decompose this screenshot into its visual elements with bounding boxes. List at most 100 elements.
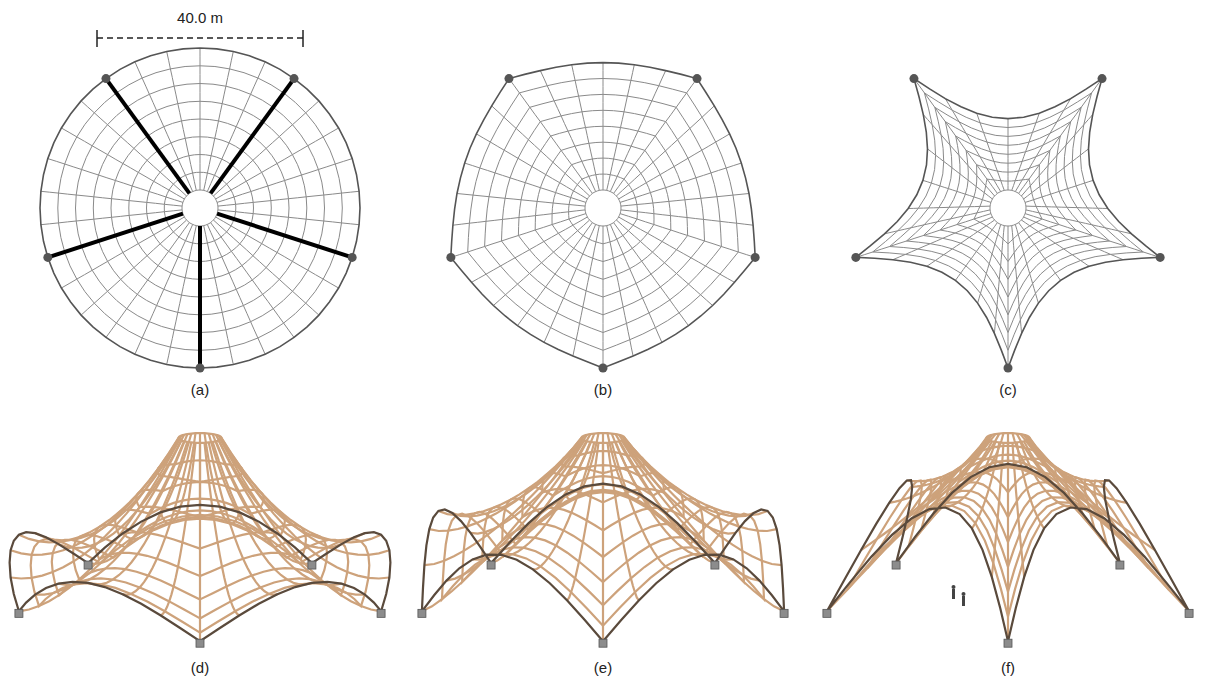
panel-label: (c) [997,381,1019,399]
panel-label: (b) [592,381,614,399]
edge-beam [856,79,1160,368]
grid-ring [582,433,625,443]
support-block [84,561,92,569]
support-block [823,609,831,617]
grid-ring [957,165,1059,262]
support-point [851,253,860,262]
support-block [487,561,495,569]
support-block [892,561,900,569]
grid-ring [502,110,705,314]
support-point [1098,74,1107,83]
support-block [1004,639,1012,647]
panel-label: (d) [189,659,211,677]
support-beam [48,214,183,258]
panel-label: (a) [189,381,211,399]
grid-ring [442,491,764,626]
edge-beam [422,484,784,642]
panel-label: (f) [999,659,1017,677]
support-beam [106,79,189,194]
grid-ring [974,179,1042,244]
gridshell [40,48,360,368]
grid-ring [585,190,621,226]
support-point [751,253,760,262]
gridshell [422,433,784,641]
support-point [1156,253,1165,262]
grid-rib [59,435,185,548]
panel-label: (e) [592,659,614,677]
gridshell [856,79,1160,368]
support-block [1116,561,1124,569]
grid-ring [907,122,1110,315]
edge-beam [451,63,755,368]
grid-ring [927,461,1088,518]
grid-ring [890,107,1127,332]
support-block [780,609,788,617]
support-point [693,74,702,83]
perspective-views [10,433,1193,647]
support-beam [198,226,202,368]
grid-ring [562,451,644,473]
support-point [599,364,608,373]
grid-ring [535,142,671,279]
gridshell [451,63,755,368]
support-block [418,609,426,617]
grid-ring [923,136,1092,297]
grid-rib [1007,433,1009,467]
grid-ring [887,467,1129,567]
grid-rib [429,438,581,532]
grid-ring [52,519,348,619]
plan-views [40,48,1165,373]
edge-beam [40,48,360,368]
support-block [711,561,719,569]
support-block [1185,609,1193,617]
support-point [290,74,299,83]
support-point [446,253,455,262]
grid-ring [873,93,1144,350]
grid-ring [182,190,218,226]
grid-rib [216,441,342,585]
grid-rib [106,79,189,194]
edge-beam [10,505,391,641]
grid-ring [468,79,739,351]
grid-ring [847,466,1169,616]
grid-ring [940,150,1076,279]
grid-rib [48,214,183,258]
support-block [308,561,316,569]
support-beam [211,79,294,194]
grid-ring [115,499,285,549]
edge-beam [827,464,1189,641]
grid-ring [552,158,654,261]
grid-ring [569,174,638,244]
support-block [599,639,607,647]
support-block [15,609,23,617]
support-point [1004,364,1013,373]
grid-ring [485,94,722,332]
grid-rib [88,434,187,564]
support-block [196,639,204,647]
support-beam [217,214,352,258]
grid-rib [211,79,294,194]
grid-rib [217,214,352,258]
support-point [348,253,357,262]
gridshell [10,433,391,641]
human-figures [952,585,966,606]
grid-ring [518,126,687,297]
grid-ring [482,490,724,582]
grid-ring [867,467,1149,591]
support-point [504,74,513,83]
support-point [196,364,205,373]
support-point [101,74,110,83]
grid-rib [200,226,201,368]
grid-rib [624,438,776,532]
dimension-line [97,30,303,47]
support-point [909,74,918,83]
grid-ring [179,433,222,443]
gridshell [827,433,1189,641]
grid-rib [123,434,192,539]
grid-ring [31,515,370,633]
support-block [377,609,385,617]
grid-ring [990,190,1026,226]
grid-rib [889,438,987,503]
dimension-label: 40.0 m [175,9,225,27]
